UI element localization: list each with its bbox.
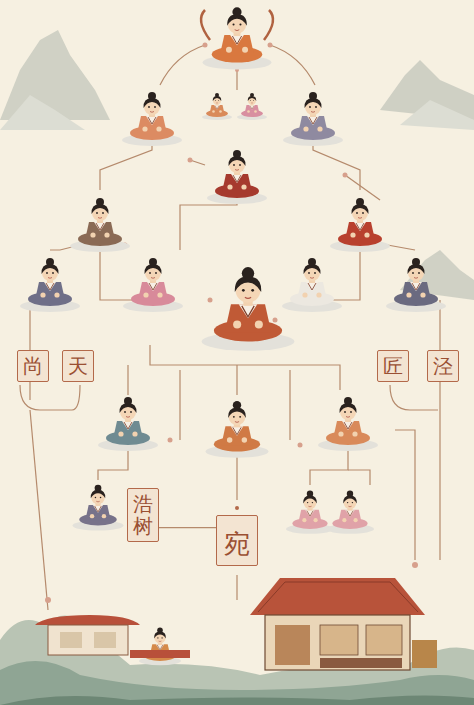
- label-tag: 尚: [17, 350, 49, 382]
- tag-text: 宛: [224, 530, 250, 559]
- mountains: [0, 95, 474, 130]
- tree-connector: [159, 527, 216, 528]
- label-tag: 泾: [427, 350, 459, 382]
- label-tag: 匠: [377, 350, 409, 382]
- label-tag: 宛: [216, 515, 258, 566]
- house: [250, 578, 437, 670]
- tag-text: 浩树: [133, 493, 153, 537]
- tag-ornament: [235, 506, 239, 510]
- tag-text: 尚: [23, 355, 43, 377]
- tag-text: 天: [68, 355, 88, 377]
- ornaments: [45, 43, 418, 604]
- seated-figures: [20, 7, 446, 665]
- label-tag: 天: [62, 350, 94, 382]
- tag-text: 泾: [433, 355, 453, 377]
- mountains: [0, 30, 474, 300]
- pavilion: [35, 615, 190, 658]
- tree-lines: [20, 45, 440, 610]
- label-tag: 浩树: [127, 488, 159, 542]
- hills: [0, 615, 474, 705]
- tag-text: 匠: [383, 355, 403, 377]
